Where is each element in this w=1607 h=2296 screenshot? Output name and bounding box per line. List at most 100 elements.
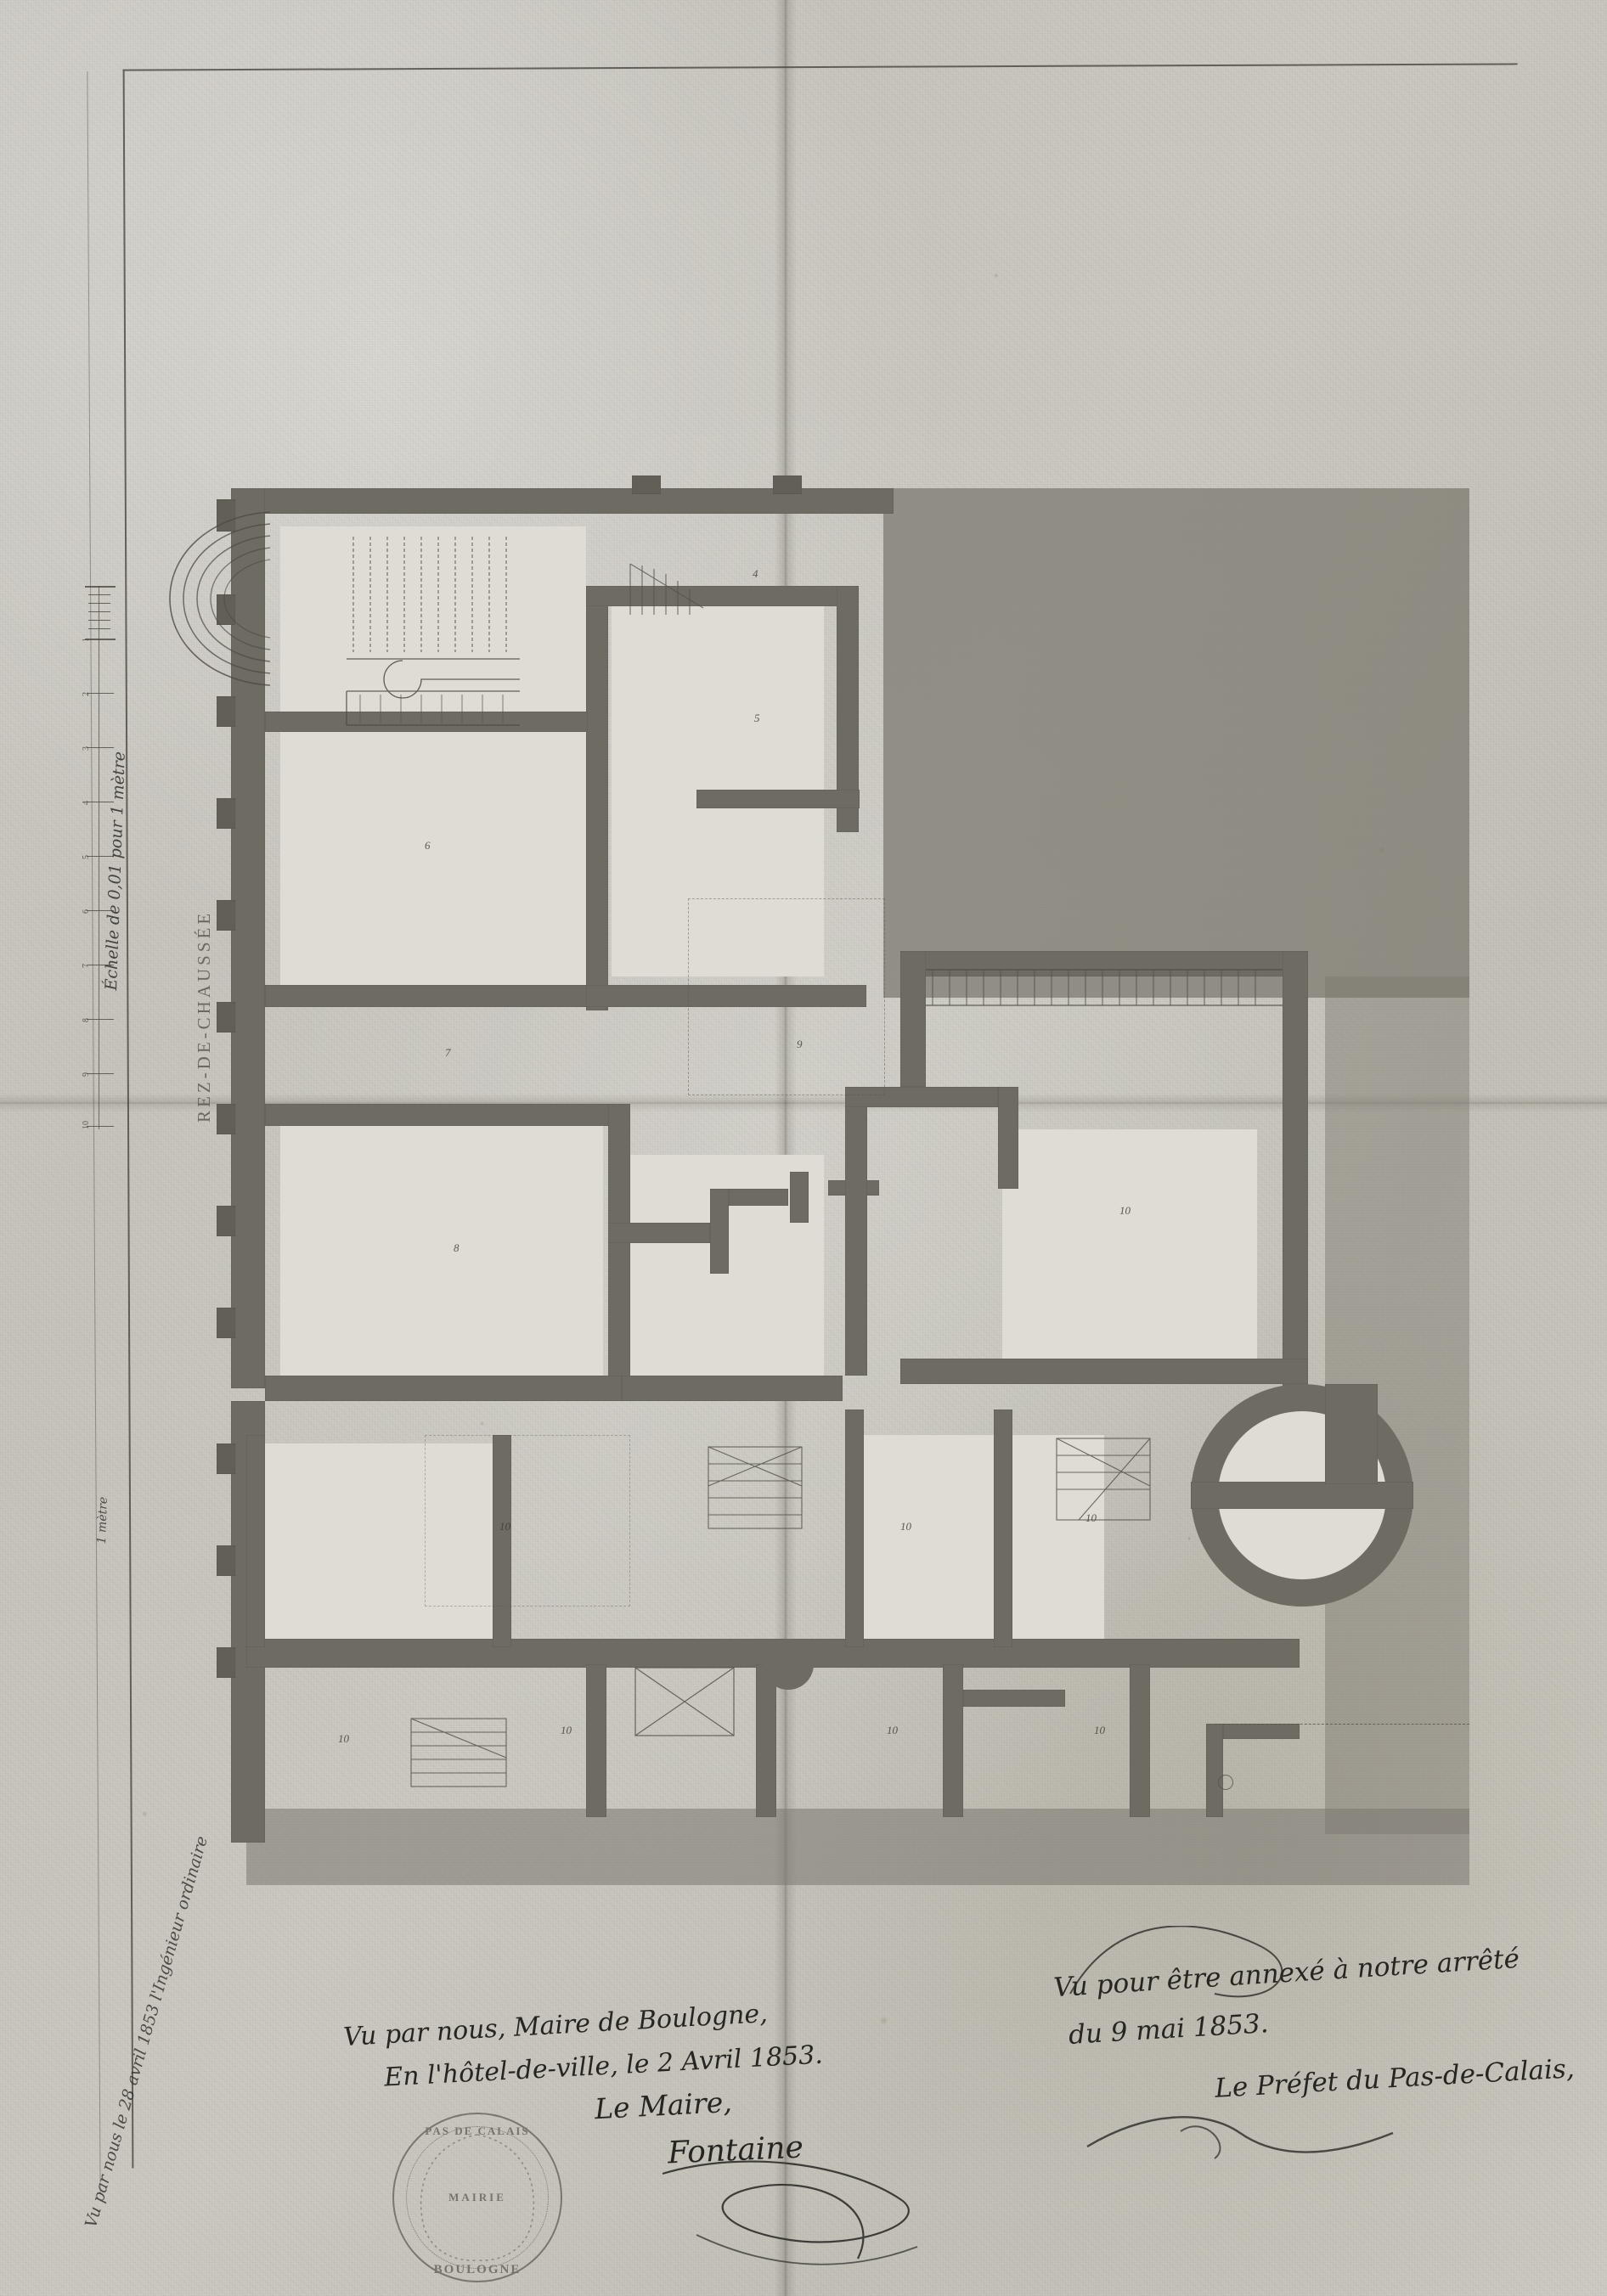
chimney-stack [632, 476, 661, 494]
interior-wall [963, 1690, 1065, 1707]
scale-tick-minor [88, 620, 110, 622]
wall-pier [217, 499, 235, 532]
exterior-wall-west [231, 488, 265, 1388]
wall-pier [217, 1206, 235, 1236]
room-number: 10 [561, 1724, 572, 1736]
scale-label: 6 [82, 909, 91, 914]
room-number: 10 [900, 1520, 911, 1533]
room-number: 10 [887, 1724, 898, 1736]
scale-unit-label: 1 mètre [95, 1496, 110, 1545]
room-number: 7 [445, 1046, 451, 1059]
room-number: 10 [1094, 1724, 1105, 1736]
interior-wall [608, 1104, 630, 1401]
scale-tick-major [85, 586, 116, 588]
room-number: 6 [425, 839, 431, 852]
interior-wall [493, 1435, 511, 1647]
interior-wall [998, 1087, 1018, 1189]
stamp-bottom-text: BOULOGNE [433, 2263, 522, 2276]
room-fill [612, 594, 824, 976]
wall-pier [217, 1545, 235, 1576]
tower-landing-wall [1325, 1384, 1378, 1484]
interior-wall [845, 1087, 867, 1376]
room-number: 10 [1119, 1204, 1131, 1217]
interior-wall [1223, 1724, 1300, 1739]
interior-wall [586, 586, 858, 606]
corridor-wall-south [900, 1359, 1308, 1384]
scale-label: 5 [82, 855, 91, 859]
wall-pier [217, 696, 235, 727]
service-staircase-bottom-left [410, 1718, 507, 1787]
scale-tick-minor [88, 628, 110, 630]
projected-outline [425, 1435, 630, 1607]
chimney-stack [773, 476, 802, 494]
interior-wall [696, 790, 860, 808]
stamp-top-text: PAS DE CALAIS [425, 2124, 530, 2137]
scale-label: 10 [82, 1121, 91, 1129]
room-number: 10 [1085, 1511, 1097, 1524]
scale-label: 3 [82, 746, 91, 751]
interior-wall [1206, 1724, 1223, 1817]
room-number: 9 [797, 1038, 803, 1050]
interior-wall [943, 1664, 963, 1817]
interior-wall [265, 1104, 622, 1126]
small-round-pier [763, 1639, 814, 1690]
interior-wall [1130, 1664, 1150, 1817]
courtyard-wash-bottom [246, 1809, 1469, 1885]
interior-wall [622, 1376, 843, 1401]
wall-pier [217, 1308, 235, 1338]
interior-wall [586, 1664, 606, 1817]
winder-staircase-left [708, 1446, 803, 1529]
interior-wall [790, 1172, 809, 1223]
tower-cross-wall [1191, 1482, 1413, 1509]
room-fill [849, 1435, 1104, 1656]
projected-outline [688, 898, 885, 1095]
wall-pier [217, 1002, 235, 1033]
scale-tick-major [87, 747, 114, 749]
interior-wall [845, 1087, 998, 1107]
interior-wall [756, 1664, 776, 1817]
stamp-middle-text: MAIRIE [448, 2191, 506, 2203]
interior-wall [845, 1410, 864, 1647]
room-number: 5 [754, 712, 760, 724]
scale-tick-minor [88, 603, 110, 605]
scale-tick-major [87, 1073, 114, 1075]
vertical-fold-crease [775, 0, 797, 2296]
scale-label: 9 [82, 1072, 91, 1077]
interior-wall [265, 1376, 622, 1401]
corridor-wall-east [1283, 951, 1308, 1393]
scale-tick-major [87, 1019, 114, 1021]
scale-tick-major [87, 856, 114, 858]
scale-label: 7 [82, 964, 91, 968]
courtyard-wash-upper-right [883, 488, 1469, 998]
mayor-signature: Fontaine [667, 2130, 804, 2171]
interior-wall [586, 586, 608, 1010]
room-fill [280, 526, 586, 722]
room-number: 10 [499, 1520, 510, 1533]
corridor-wall-west [900, 951, 926, 1087]
scale-tick-major [87, 693, 114, 695]
room-number: 10 [338, 1732, 349, 1745]
scale-tick-minor [88, 611, 110, 613]
scale-tick-major [87, 1126, 114, 1128]
interior-wall [729, 1189, 788, 1206]
crossed-opening-marker [634, 1667, 735, 1736]
interior-wall [265, 712, 588, 732]
wall-pier [217, 1647, 235, 1678]
stamp-outer-ring [392, 2113, 562, 2282]
interior-wall [994, 1410, 1012, 1647]
scale-label: 1 [82, 638, 91, 642]
scale-tick-major [85, 639, 116, 640]
interior-wall [710, 1189, 729, 1274]
wall-pier [217, 1104, 235, 1134]
room-fill [255, 1443, 493, 1639]
interior-wall [586, 985, 866, 1007]
room-number: 8 [454, 1241, 460, 1254]
wall-pier [217, 900, 235, 931]
corridor-wall-north [900, 951, 1308, 976]
page-title: REZ-DE-CHAUSSÉE [194, 909, 214, 1123]
wall-pier [217, 798, 235, 829]
